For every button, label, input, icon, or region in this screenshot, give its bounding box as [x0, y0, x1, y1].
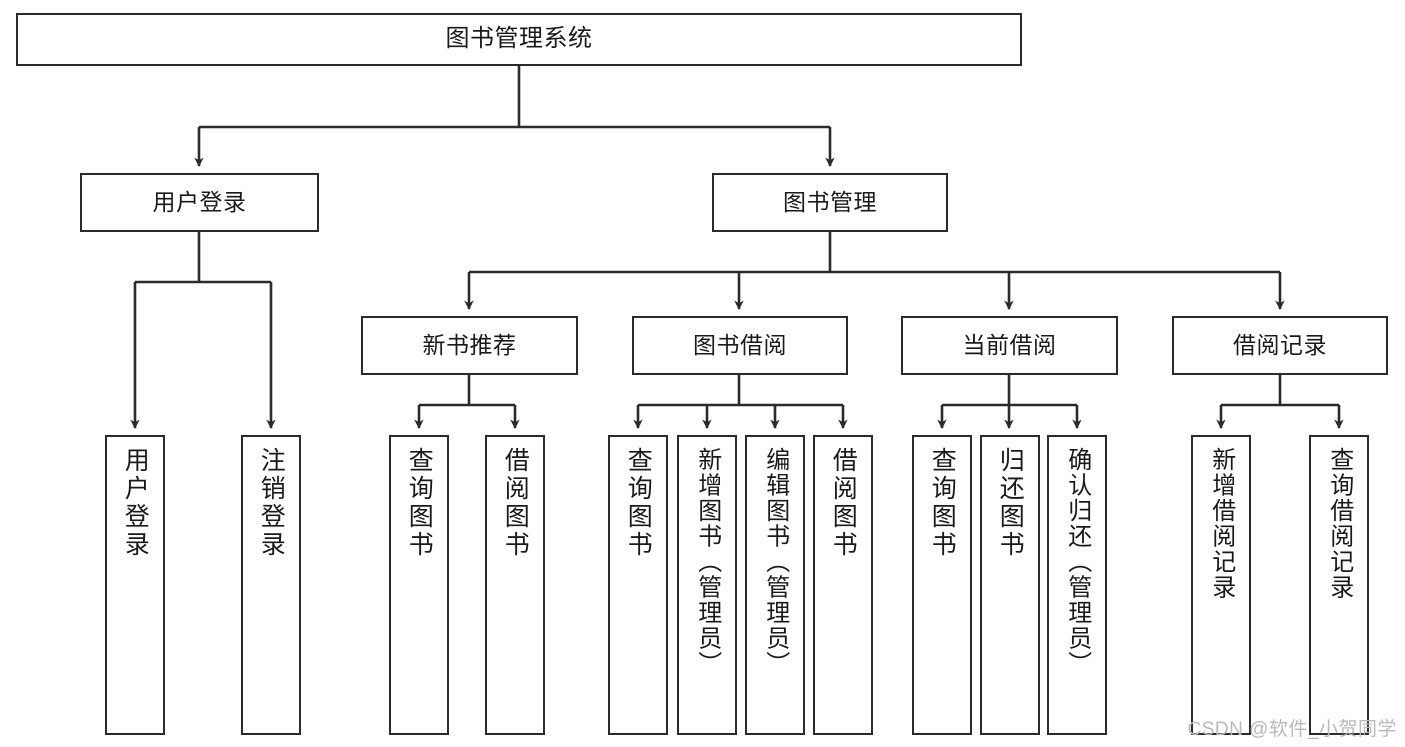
node-borrow-record[interactable]: 借阅记录: [1172, 316, 1388, 375]
node-leaf-borrow-book-2-label: 借阅图书: [829, 447, 858, 559]
node-leaf-user-login[interactable]: 用户登录: [105, 435, 165, 735]
node-leaf-query-book-3-label: 查询图书: [928, 447, 957, 559]
node-leaf-add-book-label: 新增图书（管理员）: [693, 447, 721, 677]
node-leaf-borrow-book-1[interactable]: 借阅图书: [485, 435, 545, 735]
node-leaf-logout[interactable]: 注销登录: [241, 435, 301, 735]
edge-group-root: [194, 66, 835, 167]
edge-group-book-management: [464, 232, 1285, 310]
node-leaf-add-record[interactable]: 新增借阅记录: [1191, 435, 1251, 735]
node-leaf-add-record-label: 新增借阅记录: [1207, 447, 1235, 600]
node-leaf-query-book-2-label: 查询图书: [624, 447, 653, 559]
node-book-management-label: 图书管理: [783, 188, 877, 215]
node-current-borrow-label: 当前借阅: [962, 331, 1057, 358]
node-leaf-confirm-return-label: 确认归还（管理员）: [1063, 447, 1091, 677]
node-leaf-edit-book-label: 编辑图书（管理员）: [761, 447, 789, 677]
node-current-borrow[interactable]: 当前借阅: [901, 316, 1118, 375]
node-leaf-borrow-book-2[interactable]: 借阅图书: [813, 435, 873, 735]
node-leaf-confirm-return[interactable]: 确认归还（管理员）: [1047, 435, 1107, 735]
node-new-book-recommend-label: 新书推荐: [422, 331, 517, 358]
node-root-label: 图书管理系统: [445, 25, 593, 53]
node-leaf-edit-book[interactable]: 编辑图书（管理员）: [745, 435, 805, 735]
node-borrow-record-label: 借阅记录: [1233, 331, 1327, 358]
node-user-login-label: 用户登录: [152, 188, 247, 215]
node-leaf-query-book-3[interactable]: 查询图书: [912, 435, 972, 735]
node-leaf-add-book[interactable]: 新增图书（管理员）: [677, 435, 737, 735]
node-book-borrow-label: 图书借阅: [693, 331, 787, 358]
node-root[interactable]: 图书管理系统: [16, 13, 1022, 66]
node-user-login[interactable]: 用户登录: [80, 173, 319, 232]
node-book-management[interactable]: 图书管理: [712, 173, 948, 232]
node-leaf-query-record[interactable]: 查询借阅记录: [1309, 435, 1369, 735]
node-leaf-return-book-label: 归还图书: [996, 447, 1025, 559]
edge-group-current-borrow: [937, 375, 1082, 429]
edge-group-borrow-record: [1216, 375, 1344, 429]
node-new-book-recommend[interactable]: 新书推荐: [361, 316, 578, 375]
node-leaf-query-book-1[interactable]: 查询图书: [389, 435, 449, 735]
node-leaf-return-book[interactable]: 归还图书: [980, 435, 1040, 735]
node-leaf-user-login-label: 用户登录: [121, 447, 150, 559]
node-leaf-logout-label: 注销登录: [257, 447, 286, 559]
edge-group-new-book-recommend: [414, 375, 520, 429]
csdn-watermark: CSDN @软件_小贺同学: [1187, 719, 1397, 740]
node-book-borrow[interactable]: 图书借阅: [632, 316, 848, 375]
node-leaf-query-book-2[interactable]: 查询图书: [608, 435, 668, 735]
node-leaf-query-record-label: 查询借阅记录: [1325, 447, 1353, 600]
node-leaf-query-book-1-label: 查询图书: [405, 447, 434, 559]
edge-group-book-borrow: [633, 375, 848, 429]
node-leaf-borrow-book-1-label: 借阅图书: [501, 447, 530, 559]
edge-group-user-login: [130, 232, 276, 429]
